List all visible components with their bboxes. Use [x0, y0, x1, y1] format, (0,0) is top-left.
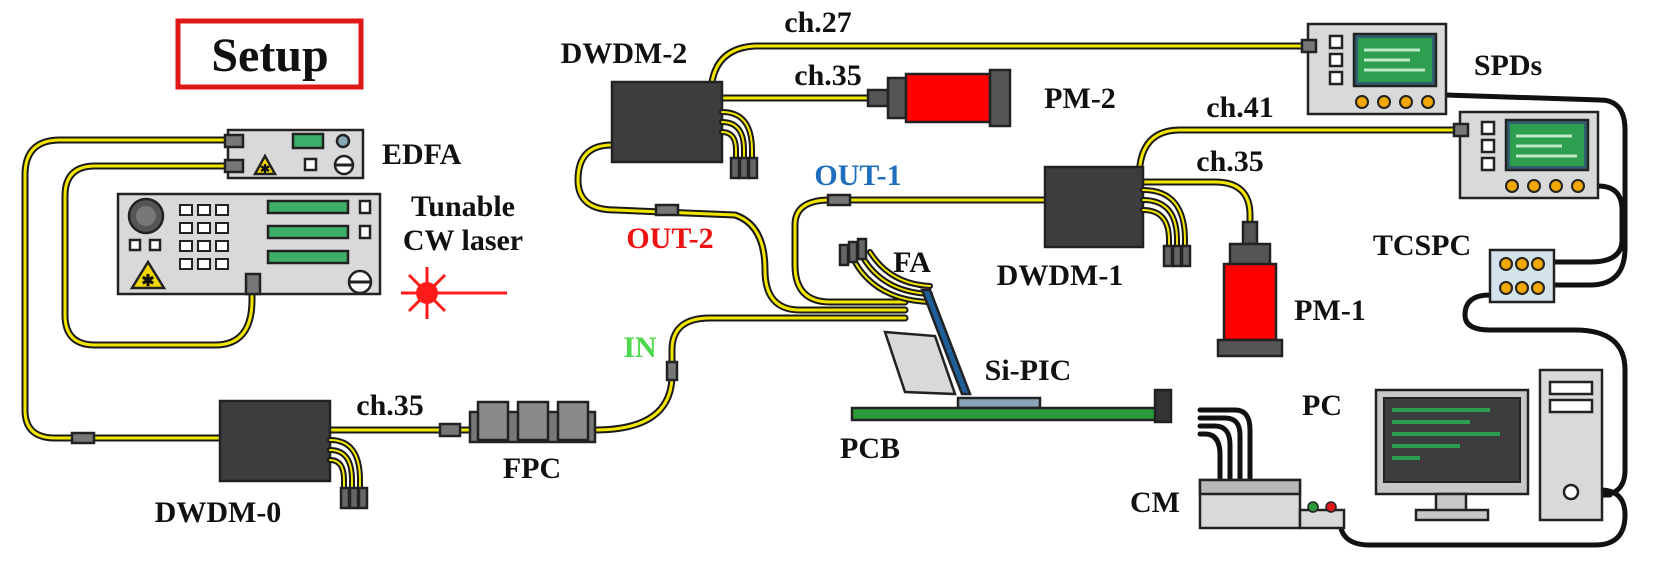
- dwdm0-device: [70, 399, 369, 510]
- setup-title: Setup: [175, 18, 364, 90]
- dwdm1-ch35-label: ch.35: [1196, 145, 1264, 178]
- dwdm0-label: DWDM-0: [155, 496, 282, 529]
- dwdm2-ch35-label: ch.35: [794, 59, 862, 92]
- fa-label: FA: [893, 246, 931, 279]
- spds-label: SPDs: [1474, 49, 1542, 82]
- pc-tower: [1538, 368, 1604, 522]
- dwdm1-device: [1043, 165, 1192, 268]
- dwdm0-channel-label: ch.35: [356, 389, 424, 422]
- out1-label: OUT-1: [814, 159, 901, 192]
- spds-device-1: [1300, 22, 1448, 116]
- pm2-label: PM-2: [1044, 82, 1116, 115]
- out2-label: OUT-2: [626, 222, 713, 255]
- svg-text:✱: ✱: [141, 273, 154, 290]
- edfa-device: ✱: [223, 128, 365, 180]
- dwdm2-label: DWDM-2: [561, 37, 688, 70]
- dwdm1-ch41-label: ch.41: [1206, 91, 1274, 124]
- laser-display-2: [266, 224, 350, 240]
- in-label: IN: [623, 331, 657, 364]
- sipic-label: Si-PIC: [985, 354, 1072, 387]
- fpc-device: [438, 400, 597, 444]
- laser-warning-icon: [129, 259, 167, 290]
- fpc-label: FPC: [503, 452, 561, 485]
- pcb-label: PCB: [840, 432, 900, 465]
- pm1-body: [1222, 262, 1278, 342]
- si-pic-chip: [956, 396, 1042, 410]
- edfa-label: EDFA: [382, 138, 462, 171]
- fa-blue-bar: [920, 288, 972, 396]
- electrical-cables: [1197, 92, 1628, 548]
- svg-text:✱: ✱: [260, 162, 270, 176]
- dwdm2-ch27-label: ch.27: [784, 6, 852, 39]
- pm2-device: [866, 68, 1012, 128]
- fiber-dwdm1-ch41: [1136, 126, 1459, 169]
- title-frame: [175, 18, 364, 90]
- edfa-display: [291, 132, 325, 150]
- pm1-label: PM-1: [1294, 294, 1366, 327]
- laser-label-line2: CW laser: [403, 224, 523, 257]
- laser-display-1: [266, 199, 350, 215]
- laser-label-line1: Tunable: [411, 190, 515, 223]
- pm1-device: [1216, 220, 1284, 358]
- cm-label: CM: [1130, 486, 1180, 519]
- dwdm2-device: [610, 80, 759, 180]
- tcspc-label: TCSPC: [1373, 229, 1471, 262]
- fiber-network: [21, 42, 1459, 442]
- fiber-array-leads: [838, 237, 933, 305]
- laser-display-3: [266, 249, 350, 265]
- tunable-laser-device: ✱: [116, 192, 382, 296]
- pm2-body: [904, 72, 992, 124]
- pc-label: PC: [1302, 389, 1342, 422]
- dwdm1-label: DWDM-1: [997, 259, 1124, 292]
- spds-device-2: [1452, 110, 1600, 200]
- cm-device: [1198, 478, 1346, 530]
- fa-holder: [883, 288, 972, 396]
- tcspc-device: [1488, 248, 1556, 304]
- laser-beam-icon: [401, 267, 507, 319]
- title-text: Setup: [211, 29, 328, 82]
- pc-monitor: [1374, 388, 1530, 522]
- pcb-board: [850, 388, 1173, 424]
